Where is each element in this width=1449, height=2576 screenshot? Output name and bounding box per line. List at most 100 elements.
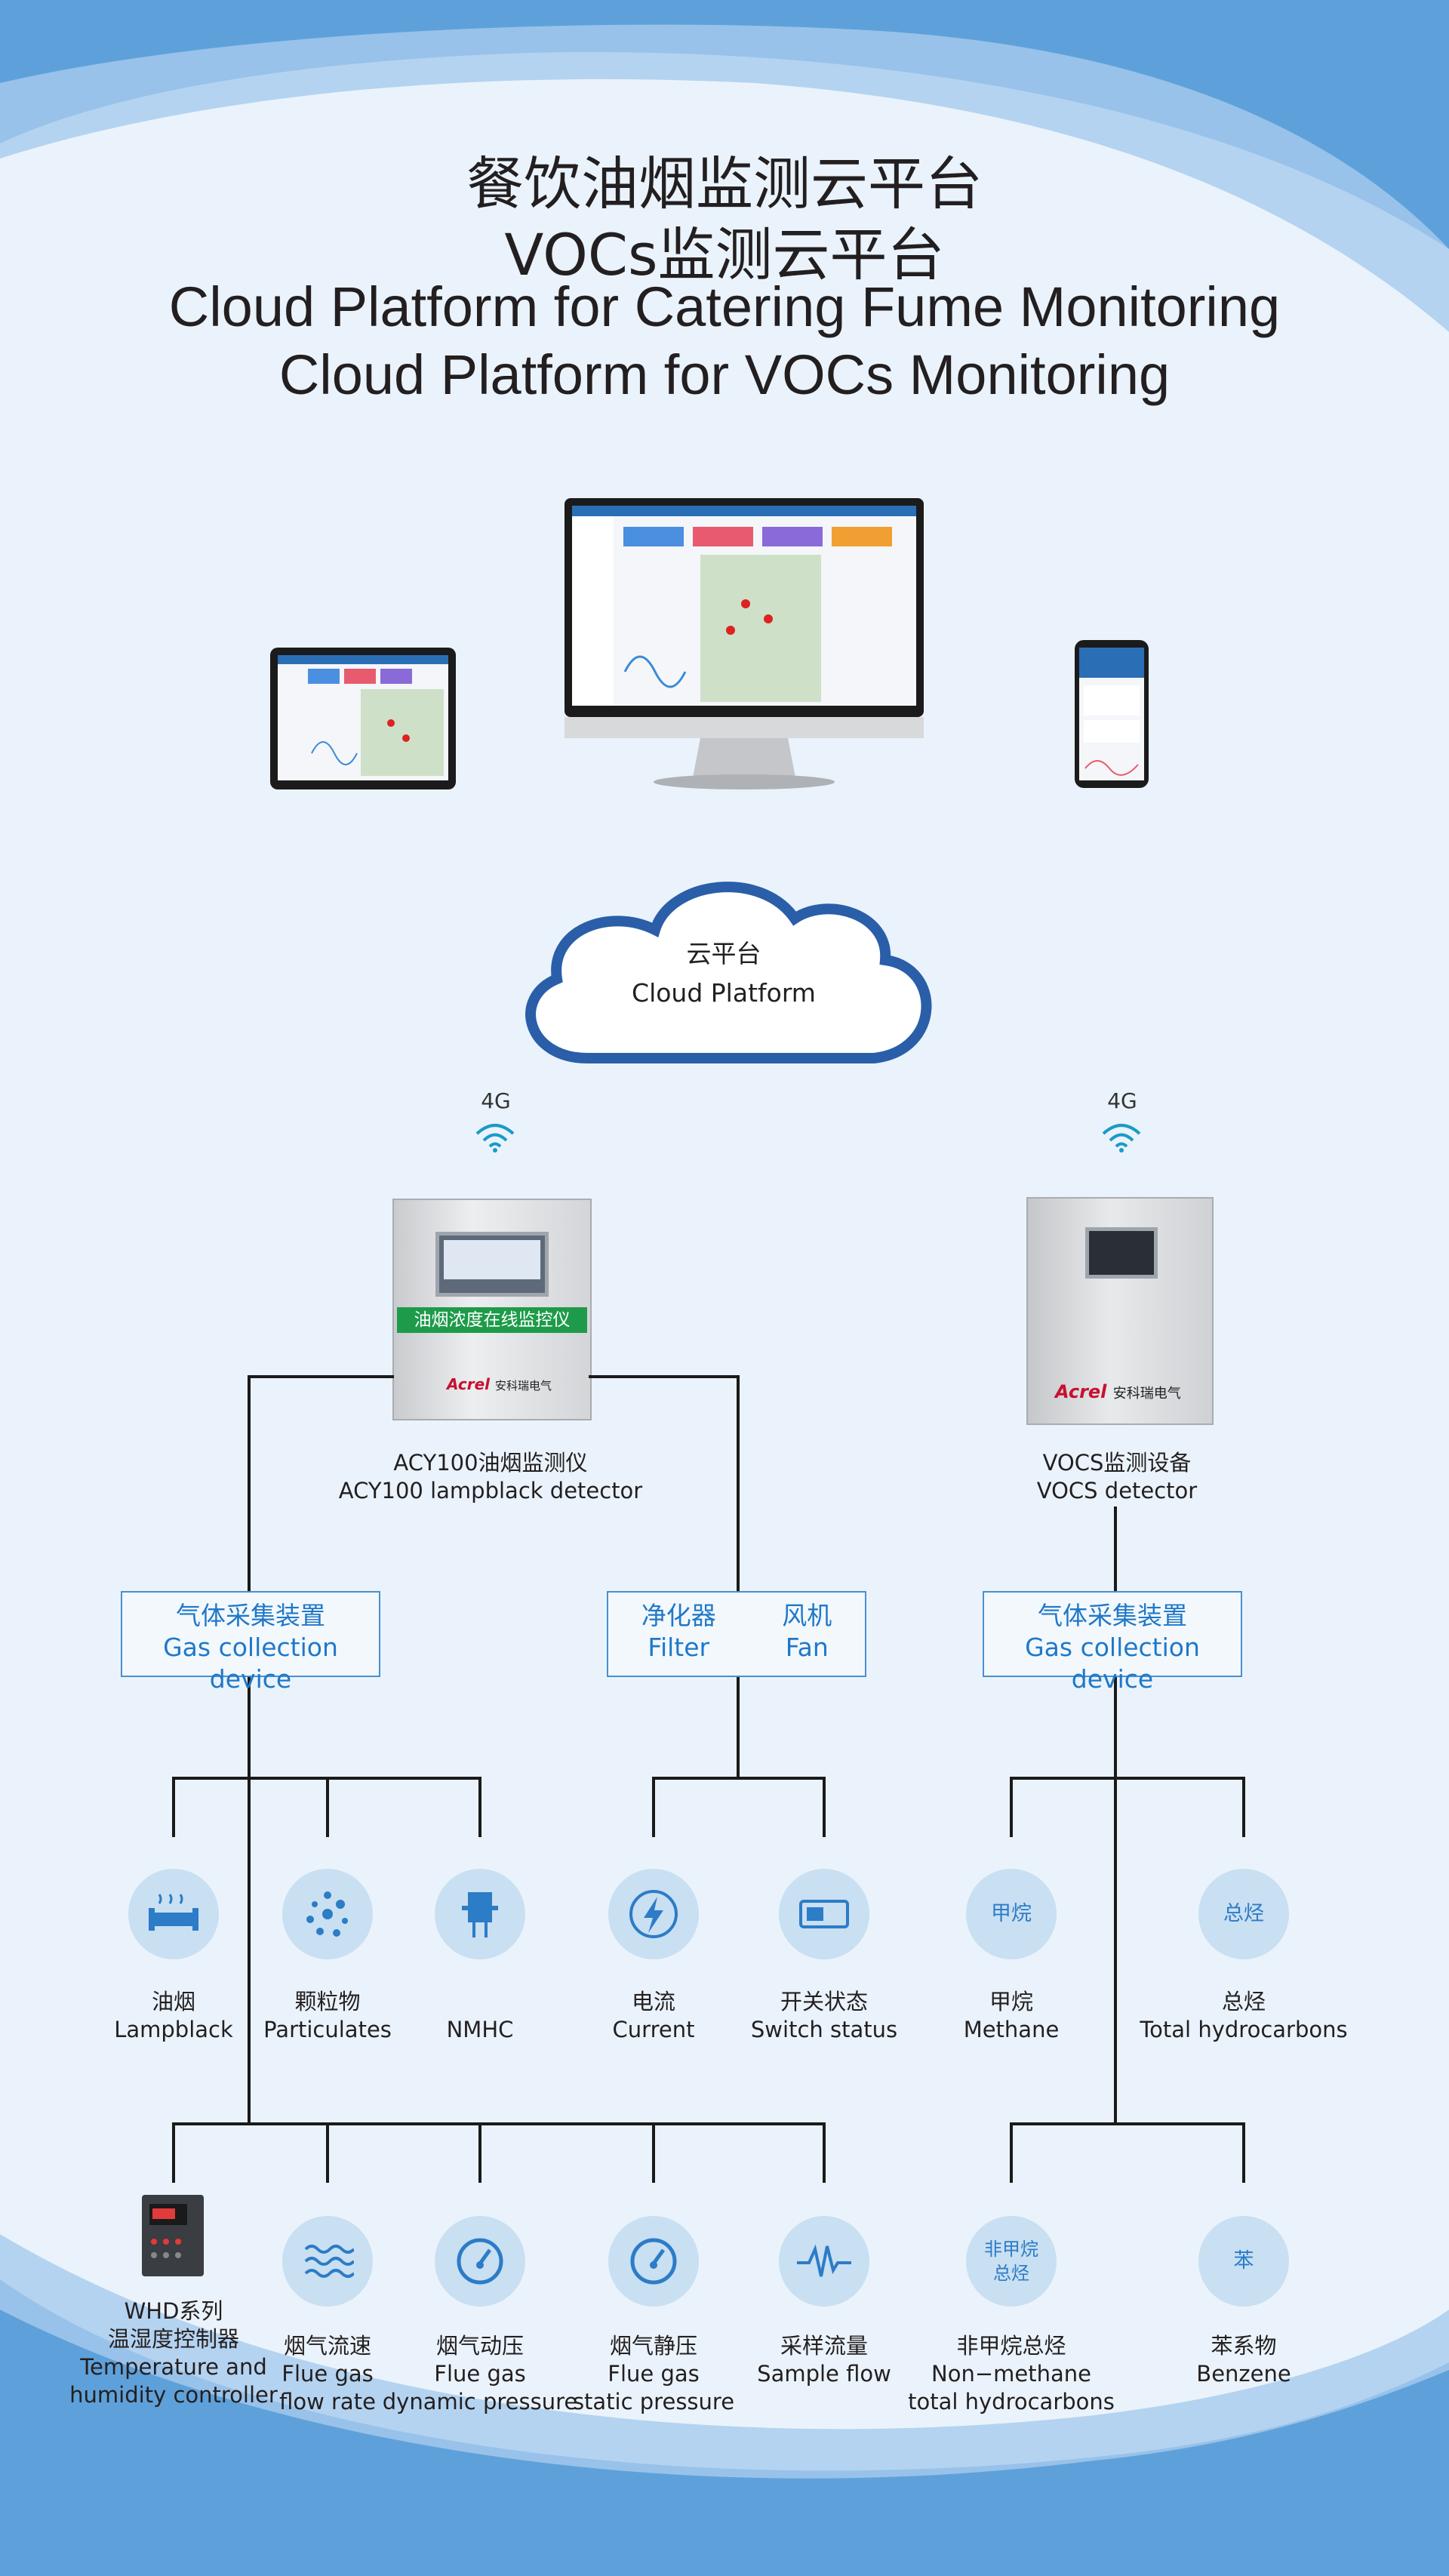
switch-icon (779, 1869, 869, 1959)
label-line: 苯系物 (1211, 2333, 1277, 2359)
benzene-circle: 苯 (1198, 2216, 1289, 2307)
cloud-label-zh: 云平台 (686, 939, 761, 968)
device-panel-label: 油烟浓度在线监控仪 (397, 1307, 587, 1333)
filter-fan-box: 净化器 Filter 风机 Fan (607, 1591, 866, 1677)
param-label-lampblack: 油烟 Lampblack (98, 1988, 249, 2044)
filter-label-en: Filter (648, 1633, 710, 1662)
label-en: Particulates (263, 2017, 392, 2042)
acy100-label: ACY100油烟监测仪 ACY100 lampblack detector (317, 1449, 664, 1505)
brand-zh: 安科瑞电气 (494, 1379, 552, 1393)
vocs-label-zh: VOCS监测设备 (1042, 1450, 1192, 1476)
device-brand: Acrel 安科瑞电气 (447, 1375, 583, 1393)
total-hydrocarbons-circle: 总烃 (1198, 1869, 1289, 1959)
vocs-device-image: Acrel 安科瑞电气 (1026, 1197, 1214, 1425)
label-line: 烟气动压 (435, 2333, 524, 2359)
gas-collection-box-left: 气体采集装置 Gas collection device (121, 1591, 380, 1694)
param-label-total-hydrocarbons: 总烃 Total hydrocarbons (1138, 1988, 1349, 2044)
label-en: Lampblack (114, 2017, 233, 2042)
device-display-icon (435, 1232, 549, 1297)
filter-label: 净化器 Filter (641, 1600, 716, 1676)
title-en-fume: Cloud Platform for Catering Fume Monitor… (168, 275, 1281, 338)
box-label-en: Gas collection device (163, 1633, 338, 1694)
label-line: humidity controller (69, 2382, 278, 2408)
filter-label-zh: 净化器 (641, 1601, 716, 1630)
label-zh: 颗粒物 (294, 1989, 361, 2014)
label-en: Total hydrocarbons (1140, 2017, 1348, 2042)
brand-acrel: Acrel (447, 1375, 491, 1393)
box-label-en: Gas collection device (1025, 1633, 1200, 1694)
box-label-zh: 气体采集装置 (1038, 1601, 1187, 1630)
label-line: Flue gas (608, 2361, 700, 2387)
cloud-label: 云平台 Cloud Platform (588, 934, 860, 1013)
brand-zh: 安科瑞电气 (1112, 1386, 1181, 1402)
label-line: 烟气静压 (609, 2333, 697, 2359)
label-line: Temperature and (80, 2354, 267, 2380)
param-label-nmhc: NMHC (405, 2016, 555, 2044)
waves-icon (282, 2216, 373, 2307)
label-line: Benzene (1196, 2361, 1291, 2387)
label-zh: 甲烷 (989, 1989, 1033, 2014)
monitor-device-icon (565, 498, 924, 789)
non-methane-circle: 非甲烷 总烃 (966, 2216, 1057, 2307)
label-line: 采样流量 (780, 2333, 868, 2359)
label-line: Flue gas (434, 2361, 526, 2387)
label-line: Flue gas (281, 2361, 374, 2387)
title-zh-vocs: VOCs监测云平台 (504, 221, 945, 288)
cloud-label-en: Cloud Platform (632, 978, 816, 1008)
param-label-methane: 甲烷 Methane (936, 1988, 1087, 2044)
acy100-label-en: ACY100 lampblack detector (338, 1478, 643, 1503)
label-line: static pressure (572, 2389, 735, 2414)
fan-label-zh: 风机 (782, 1601, 832, 1630)
fan-label-en: Fan (785, 1633, 829, 1662)
label-line: total hydrocarbons (908, 2389, 1115, 2414)
label-line: dynamic pressure (382, 2389, 578, 2414)
gas-collection-box-right: 气体采集装置 Gas collection device (983, 1591, 1242, 1694)
device-window-icon (1085, 1227, 1158, 1279)
label-line: WHD系列 (124, 2298, 223, 2324)
label-en: Switch status (750, 2017, 898, 2042)
label-en: NMHC (446, 2017, 514, 2042)
label-zh: 总烃 (1221, 1989, 1266, 2014)
cloud-platform-icon (525, 882, 932, 1063)
label-line: Sample flow (757, 2361, 891, 2387)
fan-label: 风机 Fan (782, 1600, 832, 1676)
brand-acrel: Acrel (1055, 1381, 1107, 1402)
label-line: flow rate (279, 2389, 376, 2414)
wifi-icon (475, 1124, 515, 1153)
label-en: Current (612, 2017, 695, 2042)
label-zh: 油烟 (151, 1989, 195, 2014)
label-en: Methane (963, 2017, 1060, 2042)
sensor-chip-icon (435, 1869, 525, 1959)
vocs-label: VOCS监测设备 VOCS detector (943, 1449, 1291, 1505)
box-label-zh: 气体采集装置 (176, 1601, 325, 1630)
tablet-device-icon (270, 648, 456, 789)
title-zh-fume: 餐饮油烟监测云平台 (466, 150, 983, 217)
gauge-icon (435, 2216, 525, 2307)
pulse-icon (779, 2216, 869, 2307)
lightning-icon (608, 1869, 699, 1959)
network-label-right: 4G (1107, 1088, 1137, 1113)
device-brand: Acrel 安科瑞电气 (1055, 1381, 1206, 1402)
controller-device-icon (142, 2195, 204, 2276)
label-line: Non−methane (931, 2361, 1091, 2387)
network-label-left: 4G (481, 1088, 511, 1113)
label-zh: 电流 (631, 1989, 675, 2014)
vocs-label-en: VOCS detector (1036, 1478, 1198, 1503)
title-en-vocs: Cloud Platform for VOCs Monitoring (278, 343, 1171, 406)
param-label-current: 电流 Current (578, 1988, 729, 2044)
particles-icon (282, 1869, 373, 1959)
methane-circle: 甲烷 (966, 1869, 1057, 1959)
gauge-icon (608, 2216, 699, 2307)
acy100-label-zh: ACY100油烟监测仪 (393, 1450, 588, 1476)
smartphone-device-icon (1075, 640, 1149, 788)
lampblack-icon (128, 1869, 219, 1959)
label-line: 非甲烷总烃 (956, 2333, 1066, 2359)
